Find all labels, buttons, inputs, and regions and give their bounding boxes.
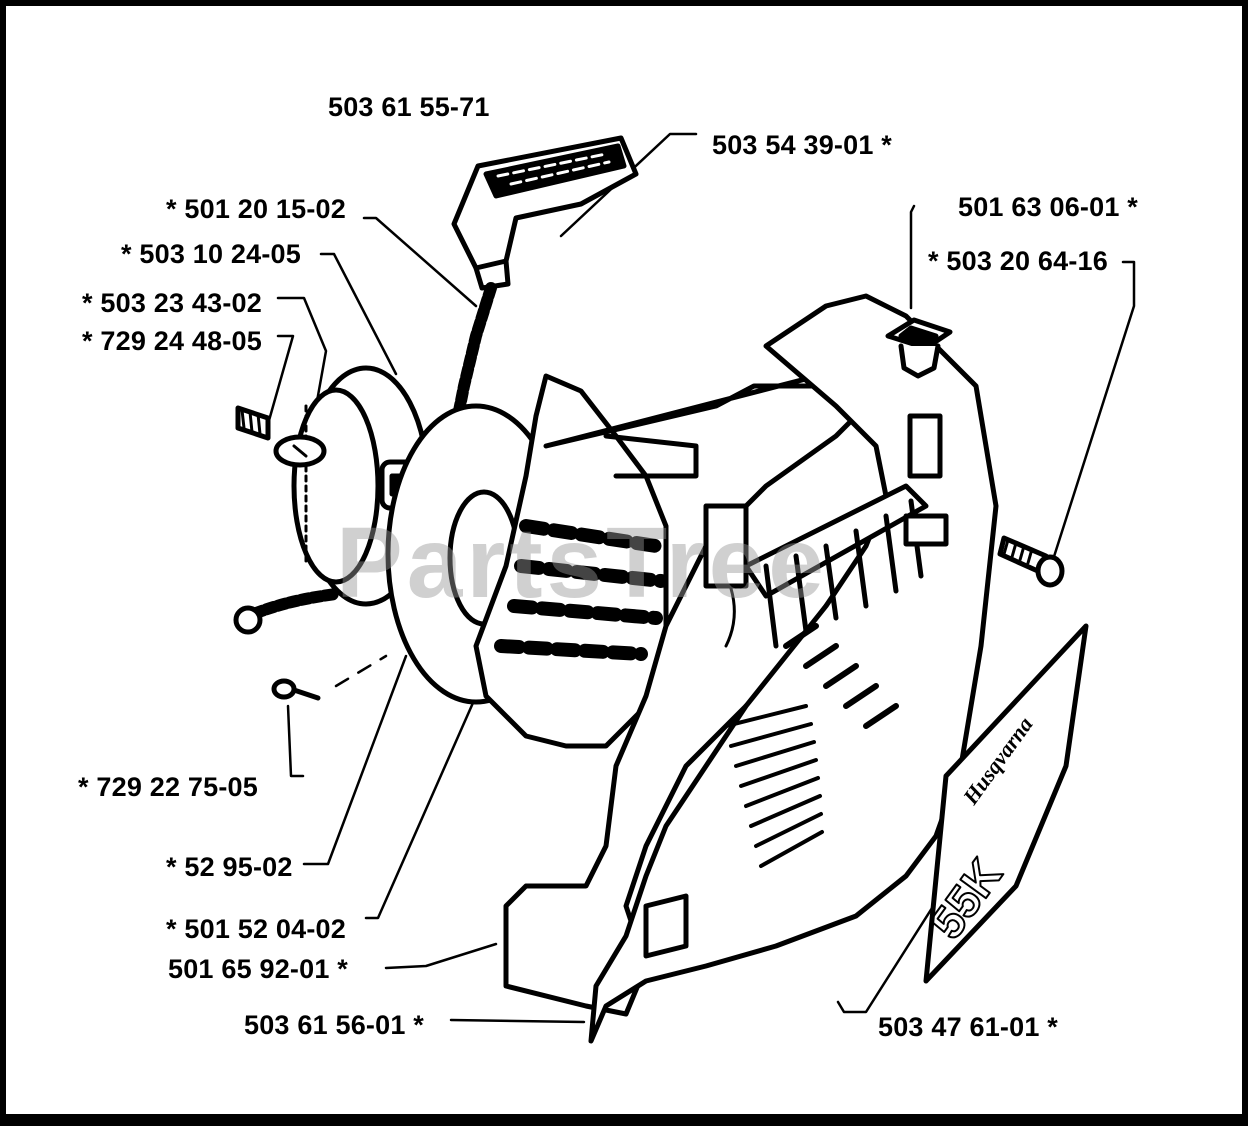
part-label-503-47-61-01: 503 47 61-01 * (878, 1012, 1058, 1042)
housing-screw (997, 535, 1065, 588)
lower-screw (271, 678, 321, 701)
part-label-729-24-48-05: * 729 24 48-05 (82, 326, 262, 356)
parts-diagram-canvas: Husqvarna 55K PartsTree 503 61 55-71 503… (6, 6, 1242, 1114)
part-label-503-54-39-01: 503 54 39-01 * (712, 130, 892, 160)
leader-lines (266, 132, 1136, 1024)
pulley-screw (235, 405, 271, 441)
part-label-501-65-92-01: 501 65 92-01 * (168, 954, 348, 984)
part-label-501-52-04-02: * 501 52 04-02 (166, 914, 346, 944)
part-label-503-61-55-71: 503 61 55-71 (328, 92, 490, 122)
rubber-grommet (885, 317, 953, 379)
part-label-729-22-75-05: * 729 22 75-05 (78, 772, 258, 802)
starter-assembly-drawing: Husqvarna 55K (233, 132, 1136, 1044)
part-label-503-20-64-16: * 503 20 64-16 (928, 246, 1108, 276)
starter-handle (451, 135, 639, 291)
part-label-501-63-06-01: 501 63 06-01 * (958, 192, 1138, 222)
part-label-52-95-02: * 52 95-02 (166, 852, 293, 882)
model-decal (923, 623, 1089, 984)
part-label-503-10-24-05: * 503 10 24-05 (121, 239, 301, 269)
watermark: PartsTree (336, 507, 828, 619)
part-label-503-61-56-01: 503 61 56-01 * (244, 1010, 424, 1040)
fan-cover (588, 293, 999, 1044)
spring-cassette (473, 373, 699, 749)
part-label-501-20-15-02: * 501 20 15-02 (166, 194, 346, 224)
part-label-503-23-43-02: * 503 23 43-02 (82, 288, 262, 318)
